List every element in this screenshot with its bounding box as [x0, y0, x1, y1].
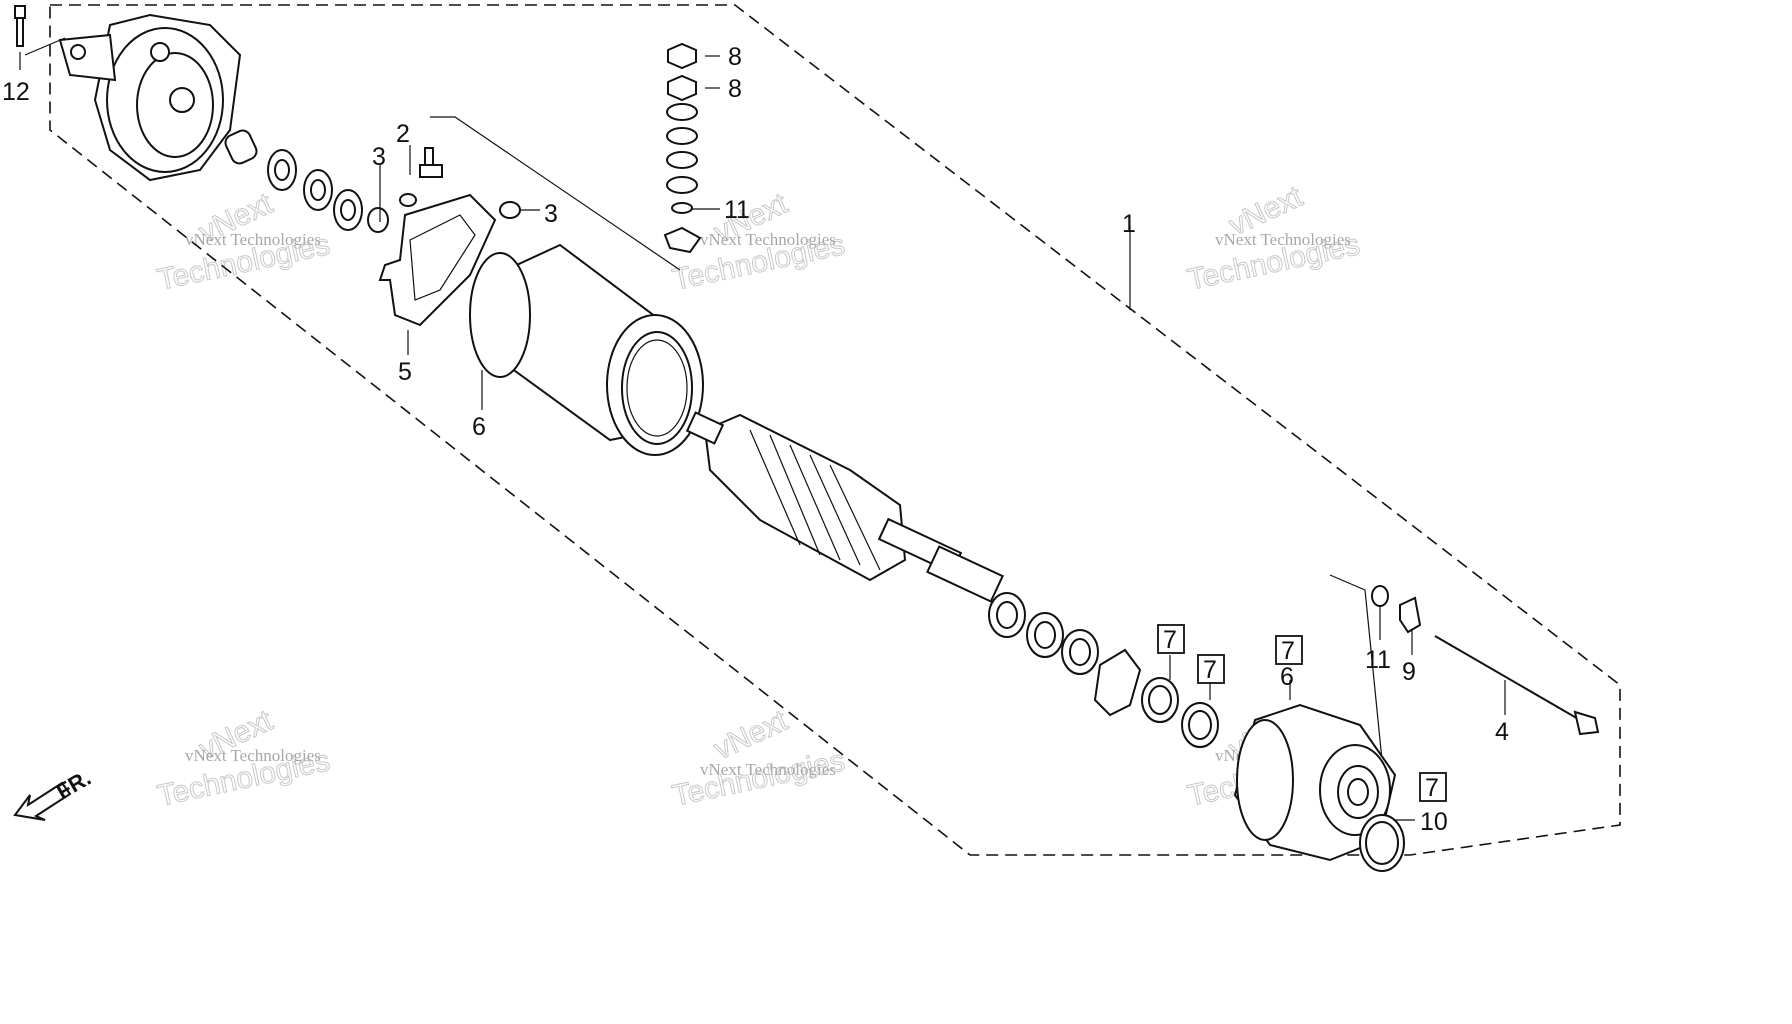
- callout-7-box: 7: [1275, 635, 1303, 665]
- callout-7-box: 7: [1197, 654, 1225, 684]
- callout-10: 10: [1420, 808, 1448, 836]
- svg-text:7: 7: [1163, 626, 1177, 654]
- nut-stack: [663, 42, 702, 254]
- callout-7-box: 7: [1157, 624, 1185, 654]
- watermark-top-left: vNext vNext Technologies Technologies: [154, 186, 333, 297]
- svg-text:vNext Technologies: vNext Technologies: [185, 230, 321, 249]
- callout-8: 8: [728, 75, 742, 103]
- nut-group-bracket: [1329, 574, 1386, 791]
- brush-group-bracket: [430, 116, 681, 271]
- armature: [685, 411, 1004, 603]
- rear-cover: [1233, 703, 1405, 872]
- bolt-12: [14, 5, 66, 70]
- svg-text:7: 7: [1425, 774, 1439, 802]
- svg-text:vNext Technologies: vNext Technologies: [700, 760, 836, 779]
- watermark-top-right: vNext vNext Technologies Technologies: [1184, 179, 1363, 297]
- rear-washers: [988, 592, 1219, 748]
- callout-1: 1: [1122, 210, 1136, 238]
- callout-5: 5: [398, 358, 412, 386]
- right-nut-and-lock: [1371, 585, 1422, 634]
- callout-9: 9: [1402, 658, 1416, 686]
- callout-2: 2: [396, 120, 410, 148]
- watermark-bottom-center: vNext vNext Technologies Technologies: [669, 703, 848, 813]
- callout-6: 6: [472, 413, 486, 441]
- callout-11: 11: [724, 196, 750, 224]
- front-direction-arrow: FR.: [13, 765, 95, 821]
- callout-8: 8: [728, 43, 742, 71]
- leader-lines: [379, 55, 1506, 821]
- svg-text:vNext Technologies: vNext Technologies: [700, 230, 836, 249]
- callout-7-box: 7: [1419, 772, 1447, 802]
- front-washers: [224, 129, 389, 233]
- svg-text:7: 7: [1203, 656, 1217, 684]
- yoke-housing: [469, 243, 704, 456]
- through-bolt: [1434, 635, 1600, 736]
- watermark-bottom-left: vNext vNext Technologies Technologies: [154, 703, 333, 813]
- callouts: 1 2 3 3 4 5 6 6 7 7 7 7 8 8 9 10 11 11 1…: [2, 43, 1509, 836]
- callout-6: 6: [1280, 663, 1294, 691]
- assembly-outline: [49, 4, 1621, 856]
- svg-text:7: 7: [1281, 637, 1295, 665]
- callout-12: 12: [2, 78, 30, 106]
- front-cover: [58, 13, 242, 182]
- svg-text:vNext Technologies: vNext Technologies: [185, 746, 321, 765]
- svg-text:vNext Technologies: vNext Technologies: [1215, 230, 1351, 249]
- svg-text:Technologies: Technologies: [670, 744, 848, 813]
- callout-3: 3: [372, 143, 386, 171]
- callout-3: 3: [544, 200, 558, 228]
- brush-holder-plate: [378, 147, 521, 327]
- callout-11: 11: [1365, 646, 1391, 674]
- callout-4: 4: [1495, 718, 1509, 746]
